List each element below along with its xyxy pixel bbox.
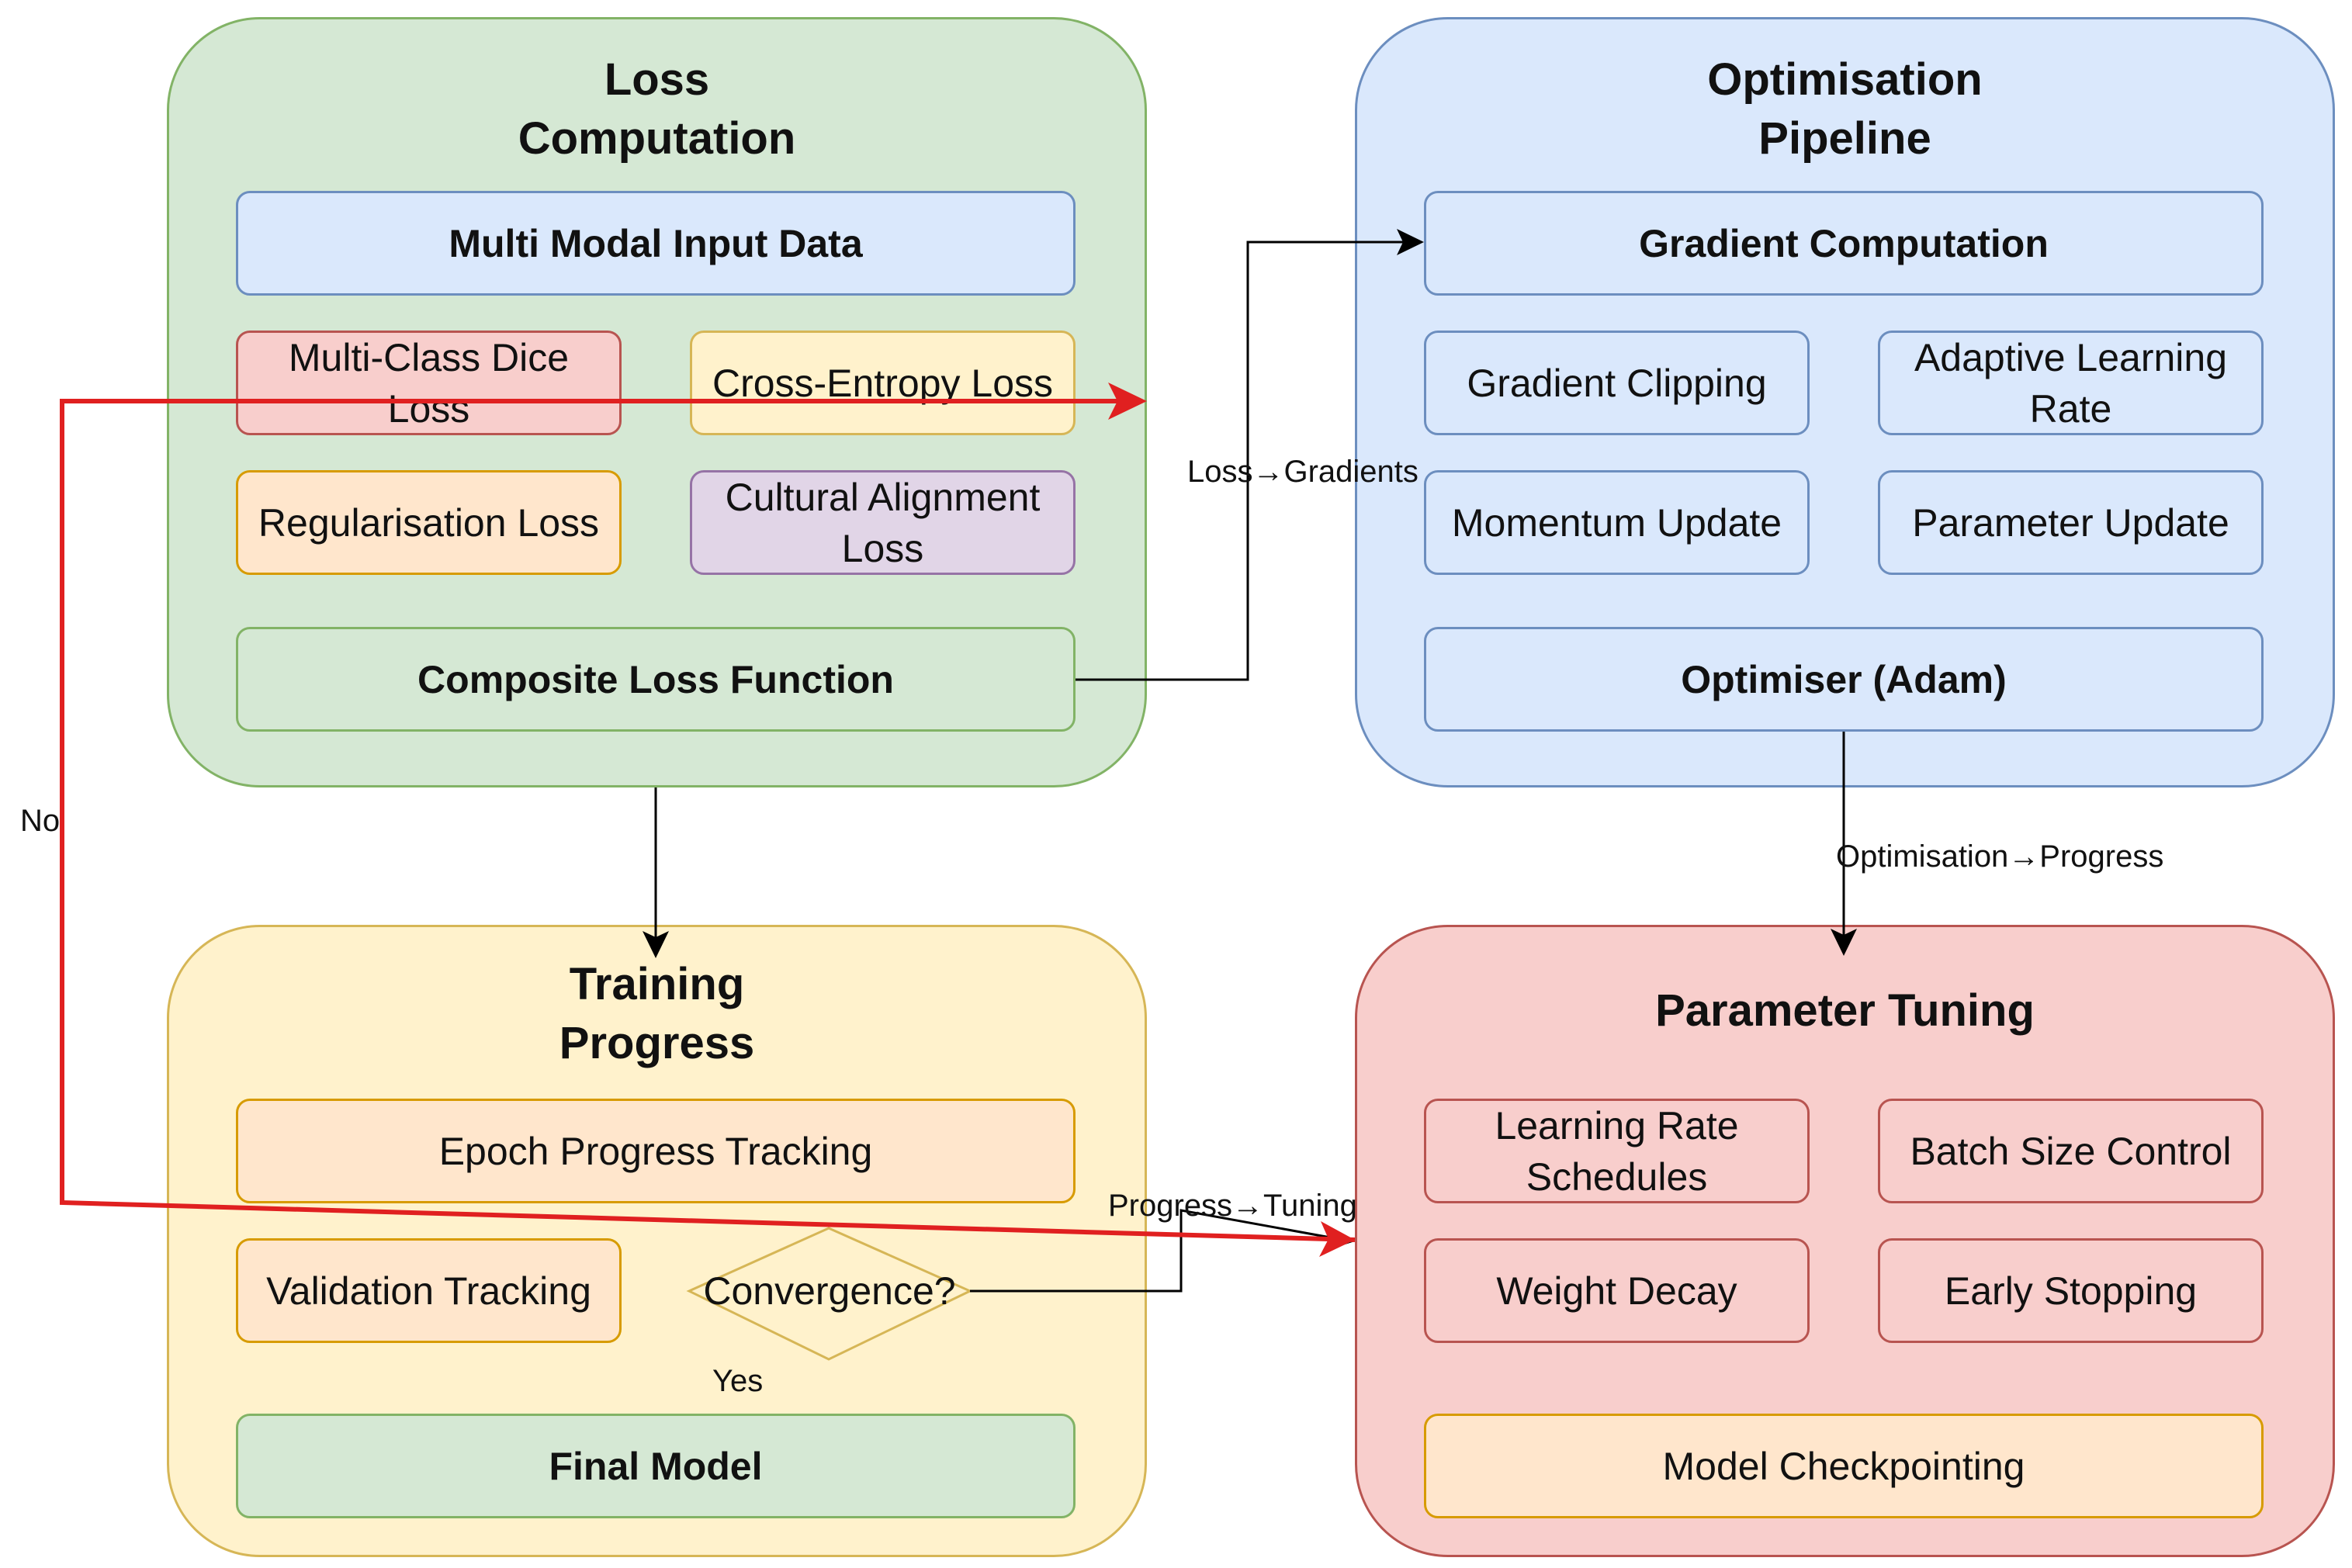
composite-loss-function-node[interactable]: Composite Loss Function [236, 627, 1076, 732]
cultural-alignment-loss-node[interactable]: Cultural Alignment Loss [690, 470, 1076, 575]
cross-entropy-loss-node[interactable]: Cross-Entropy Loss [690, 331, 1076, 435]
batch-size-control-node[interactable]: Batch Size Control [1878, 1099, 2264, 1203]
regularisation-loss-node[interactable]: Regularisation Loss [236, 470, 622, 575]
progress-to-tuning-edge[interactable] [970, 1209, 1335, 1293]
loss-gradients-edge-label: Loss→Gradients [1187, 455, 1418, 489]
red-path-tuning-arrowhead [1319, 1221, 1355, 1257]
progress-tuning-edge-label: Progress→Tuning [1108, 1189, 1357, 1223]
weight-decay-node[interactable]: Weight Decay [1424, 1238, 1810, 1343]
training-progress-title: Training Progress [559, 959, 755, 1068]
adaptive-learning-rate-node[interactable]: Adaptive Learning Rate [1878, 331, 2264, 435]
final-model-node[interactable]: Final Model [236, 1414, 1076, 1518]
loss-computation-title: Loss Computation [518, 54, 796, 164]
multi-modal-input-data-node[interactable]: Multi Modal Input Data [236, 191, 1076, 296]
no-loop-highlight-edge[interactable] [60, 399, 1356, 1242]
validation-tracking-node[interactable]: Validation Tracking [236, 1238, 622, 1343]
optimisation-progress-edge-label: Optimisation→Progress [1836, 839, 2164, 874]
gradient-computation-node[interactable]: Gradient Computation [1424, 191, 2264, 296]
momentum-update-node[interactable]: Momentum Update [1424, 470, 1810, 575]
convergence-decision-diamond[interactable] [686, 1227, 973, 1361]
loss-to-gradients-edge[interactable] [1076, 241, 1405, 681]
optimiser-adam-node[interactable]: Optimiser (Adam) [1424, 627, 2264, 732]
yes-edge-label: Yes [712, 1364, 764, 1398]
no-loop-arrowhead [1108, 382, 1147, 420]
epoch-progress-tracking-node[interactable]: Epoch Progress Tracking [236, 1099, 1076, 1203]
loss-to-training-arrowhead [643, 931, 669, 958]
early-stopping-node[interactable]: Early Stopping [1878, 1238, 2264, 1343]
gradient-clipping-node[interactable]: Gradient Clipping [1424, 331, 1810, 435]
optimisation-pipeline-title: Optimisation Pipeline [1707, 54, 1983, 164]
loss-to-gradients-arrowhead [1397, 229, 1424, 255]
multi-class-dice-loss-node[interactable]: Multi-Class Dice Loss [236, 331, 622, 435]
optimisation-to-progress-arrowhead [1831, 929, 1857, 956]
parameter-update-node[interactable]: Parameter Update [1878, 470, 2264, 575]
learning-rate-schedules-node[interactable]: Learning Rate Schedules [1424, 1099, 1810, 1203]
parameter-tuning-title: Parameter Tuning [1655, 985, 2035, 1036]
convergence-label: Convergence? [703, 1269, 956, 1313]
model-checkpointing-node[interactable]: Model Checkpointing [1424, 1414, 2264, 1518]
no-edge-label: No [20, 804, 61, 838]
